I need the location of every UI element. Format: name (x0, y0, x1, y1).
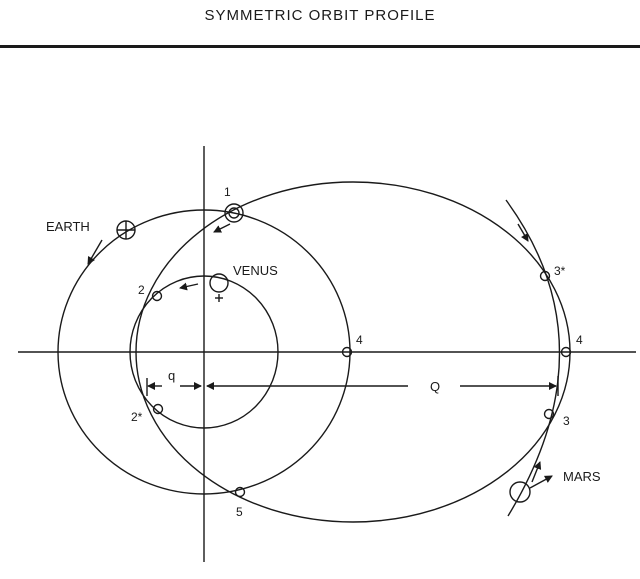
transfer-direction-arrow (213, 223, 231, 233)
venus-orbit (129, 275, 279, 429)
earth-label: EARTH (46, 219, 90, 234)
point-3s-marker (539, 270, 551, 282)
earth-orbit (57, 209, 351, 495)
point-5-label: 5 (236, 505, 243, 519)
venus-direction-arrow (179, 282, 199, 291)
point-4-inner-label: 4 (356, 333, 363, 347)
point-1-label: 1 (224, 185, 231, 199)
point-1-planet-ring (224, 203, 244, 223)
mars-direction-arrow-upper (517, 223, 529, 242)
venus-planet-icon (209, 273, 229, 293)
point-3-marker (543, 408, 555, 420)
mars-label: MARS (563, 469, 601, 484)
point-2s-label: 2* (131, 410, 143, 424)
point-2-marker (151, 290, 163, 302)
venus-label: VENUS (233, 263, 278, 278)
point-2-label: 2 (138, 283, 145, 297)
point-4-inner-marker (341, 346, 353, 358)
point-3-label: 3 (563, 414, 570, 428)
point-3s-label: 3* (554, 264, 566, 278)
point-5-marker (234, 486, 246, 498)
mars-orbit-arc (505, 199, 561, 517)
point-1-marker (228, 207, 240, 219)
mars-planet-icon (509, 481, 531, 503)
point-4-outer-label: 4 (576, 333, 583, 347)
mars-direction-arrow-lower (531, 461, 542, 483)
page-title: SYMMETRIC ORBIT PROFILE (204, 7, 436, 24)
mars-motion-arrow (529, 475, 553, 489)
earth-direction-arrow (87, 239, 103, 265)
point-4-outer-marker (560, 346, 572, 358)
q-distance-label: q (168, 368, 175, 383)
point-2s-marker (152, 403, 164, 415)
header-rule (0, 45, 640, 48)
Q-distance-label: Q (430, 379, 440, 394)
